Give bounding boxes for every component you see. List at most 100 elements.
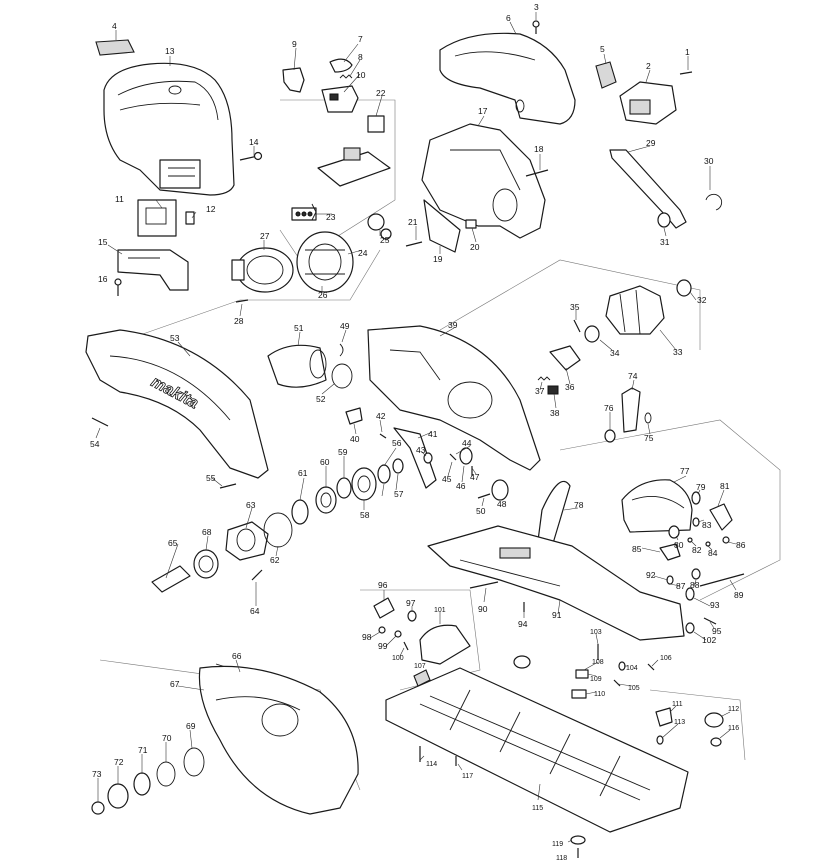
label-86: 86 xyxy=(736,540,746,550)
part-119-washer xyxy=(570,835,586,845)
label-104: 104 xyxy=(626,665,638,672)
label-101: 101 xyxy=(434,607,446,614)
label-85: 85 xyxy=(632,544,642,554)
label-93: 93 xyxy=(710,600,720,610)
part-67-safety-guard xyxy=(198,665,359,815)
part-84-screw xyxy=(705,541,711,547)
label-57: 57 xyxy=(394,489,404,499)
label-113: 113 xyxy=(674,719,685,726)
label-95: 95 xyxy=(712,626,722,636)
label-90: 90 xyxy=(478,604,488,614)
label-55: 55 xyxy=(206,473,216,483)
group-boundaries xyxy=(99,99,781,791)
label-15: 15 xyxy=(98,237,108,247)
part-28-screw xyxy=(235,299,249,303)
label-72: 72 xyxy=(114,757,124,767)
label-66: 66 xyxy=(232,651,242,661)
part-30-retaining-ring xyxy=(705,193,723,211)
part-72-washer xyxy=(107,783,129,809)
label-3: 3 xyxy=(534,2,539,12)
label-115: 115 xyxy=(532,805,543,812)
part-97-washer xyxy=(407,610,417,622)
part-70-ring xyxy=(156,761,176,787)
label-109: 109 xyxy=(590,676,602,683)
part-71-flange xyxy=(133,772,151,796)
label-10: 10 xyxy=(356,70,366,80)
label-65: 65 xyxy=(168,538,178,548)
label-9: 9 xyxy=(292,39,297,49)
label-119: 119 xyxy=(552,841,563,848)
part-55-screw xyxy=(219,483,237,489)
part-79-pin xyxy=(691,491,701,505)
part-74-lever xyxy=(621,387,641,433)
label-63: 63 xyxy=(246,500,256,510)
part-27-fan-baffle xyxy=(231,247,294,293)
label-83: 83 xyxy=(702,520,712,530)
label-13: 13 xyxy=(165,46,175,56)
label-51: 51 xyxy=(294,323,304,333)
part-81-clamp-lever xyxy=(709,503,733,531)
label-111: 111 xyxy=(672,701,683,708)
part-73-bolt xyxy=(91,801,105,815)
part-12-small-plate xyxy=(185,211,195,225)
label-108: 108 xyxy=(592,659,604,666)
part-112-knob xyxy=(704,712,724,728)
part-1-screw xyxy=(679,71,693,75)
part-6-rear-cover xyxy=(439,32,576,125)
part-86-screw xyxy=(722,536,730,544)
label-102: 102 xyxy=(702,635,716,645)
part-61-bearing xyxy=(291,499,309,525)
part-36-pawl xyxy=(549,345,581,371)
label-80: 80 xyxy=(674,540,684,550)
part-7-spring-lever xyxy=(329,58,353,73)
label-81: 81 xyxy=(720,481,730,491)
label-28: 28 xyxy=(234,316,244,326)
label-52: 52 xyxy=(316,394,326,404)
part-95-screw xyxy=(703,617,717,625)
part-82-screw xyxy=(687,537,693,543)
label-22: 22 xyxy=(376,88,386,98)
label-23: 23 xyxy=(326,212,336,222)
part-60-bearing xyxy=(315,486,337,514)
part-62-o-ring xyxy=(263,512,293,548)
part-64-screw xyxy=(251,569,263,581)
leader-lines xyxy=(95,12,737,843)
part-98-screw xyxy=(378,626,386,634)
label-18: 18 xyxy=(534,144,544,154)
label-60: 60 xyxy=(320,457,330,467)
label-84: 84 xyxy=(708,548,718,558)
label-47: 47 xyxy=(470,472,480,482)
part-24-stator xyxy=(296,231,354,293)
label-75: 75 xyxy=(644,433,654,443)
part-23-connectors xyxy=(291,203,317,221)
part-18-screw xyxy=(525,169,549,177)
part-4-label-plate xyxy=(95,39,135,56)
label-6: 6 xyxy=(506,13,511,23)
label-1: 1 xyxy=(685,47,690,57)
part-110-lever xyxy=(571,689,587,699)
label-48: 48 xyxy=(497,499,507,509)
label-25: 25 xyxy=(380,235,390,245)
part-58-gear xyxy=(351,467,377,501)
part-16-screw xyxy=(114,278,122,296)
label-21: 21 xyxy=(408,217,418,227)
part-115-base xyxy=(385,667,689,833)
label-64: 64 xyxy=(250,606,260,616)
part-68-ring xyxy=(193,549,219,579)
label-44: 44 xyxy=(462,438,472,448)
part-22-controller-board xyxy=(317,115,391,187)
part-57-ring xyxy=(377,464,391,484)
label-16: 16 xyxy=(98,274,108,284)
label-110: 110 xyxy=(594,691,605,698)
label-27: 27 xyxy=(260,231,270,241)
label-71: 71 xyxy=(138,745,148,755)
part-102-cap xyxy=(685,622,695,634)
part-85-cam xyxy=(659,543,681,561)
part-9-lock-button xyxy=(282,67,305,93)
label-36: 36 xyxy=(565,382,575,392)
part-83-spring xyxy=(692,517,700,527)
label-89: 89 xyxy=(734,590,744,600)
part-54-pin xyxy=(91,417,109,427)
label-82: 82 xyxy=(692,545,702,555)
part-107-plate xyxy=(413,669,431,687)
